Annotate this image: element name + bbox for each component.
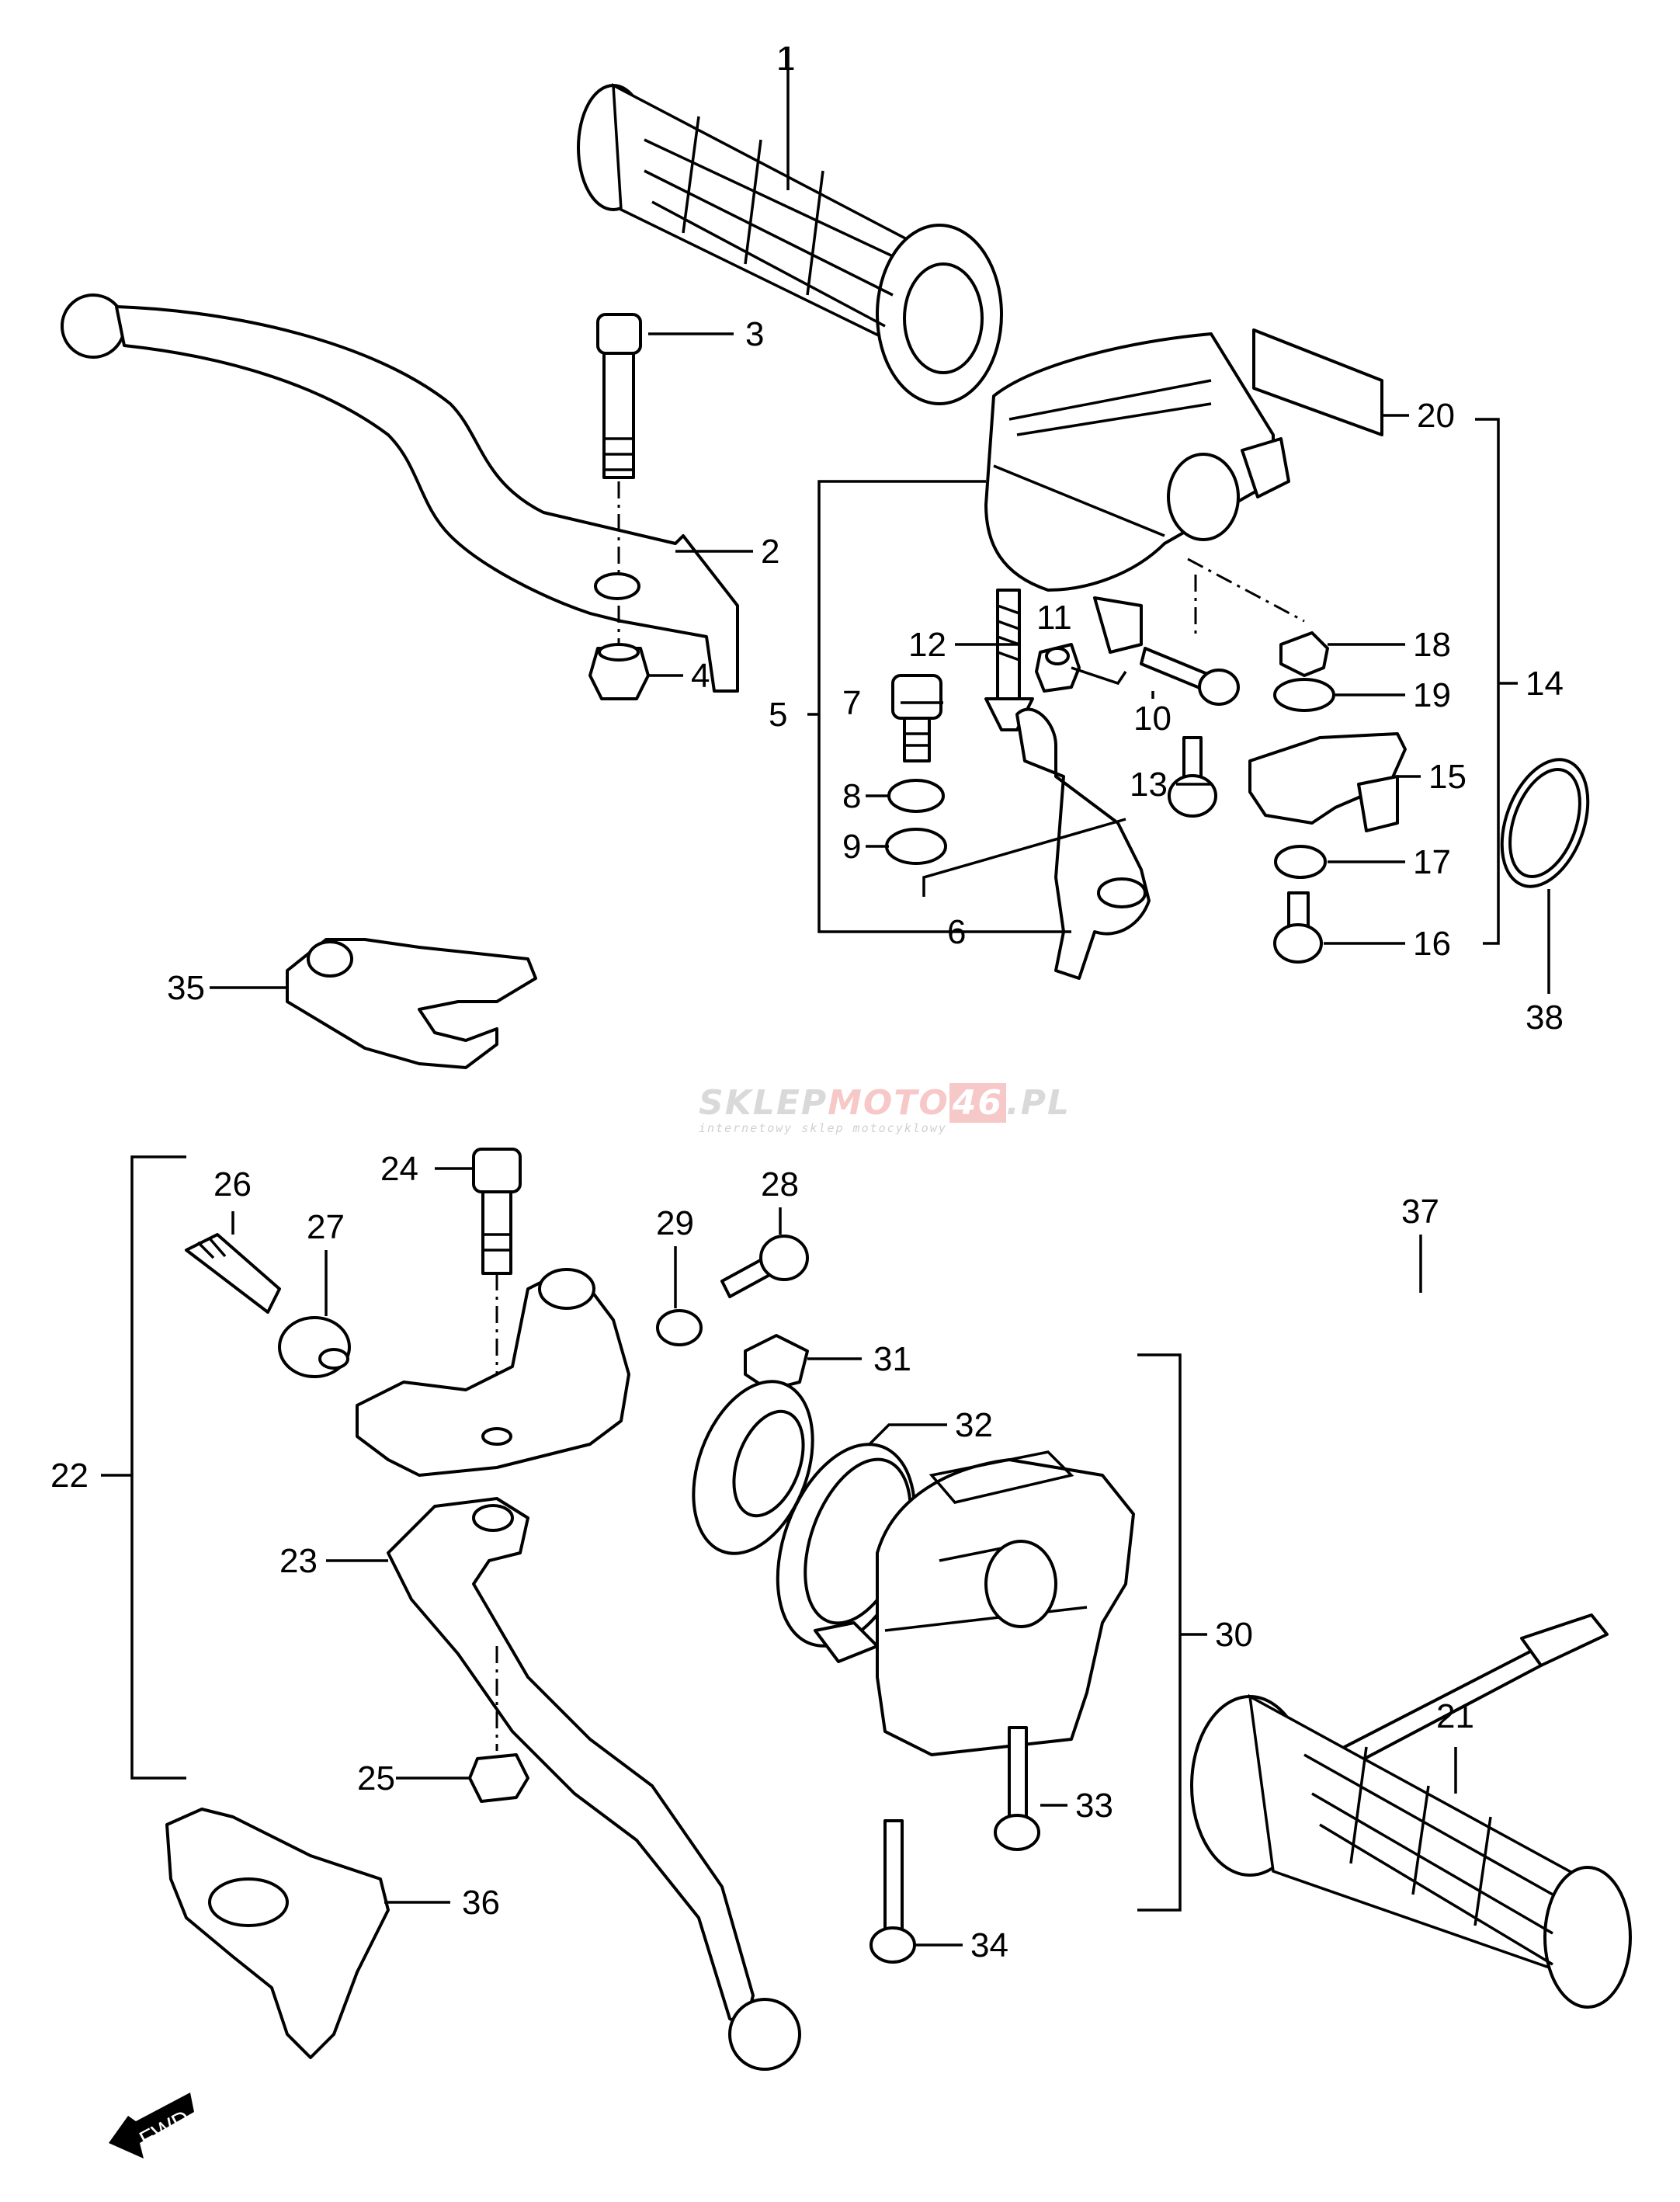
callout-labels: 1 2 3 4 5 6 7 8 9 10 11 12 13 14 15 16 1… (50, 40, 1564, 1964)
callout-10: 10 (1133, 700, 1171, 738)
callout-15: 15 (1428, 758, 1467, 796)
part-26-adjuster (185, 1233, 281, 1314)
callout-27: 27 (307, 1208, 345, 1246)
part-19-washer (1273, 678, 1335, 712)
callout-24: 24 (380, 1150, 418, 1188)
watermark-brand-tld: .PL (1005, 1083, 1071, 1123)
callout-30: 30 (1215, 1616, 1253, 1654)
part-2-brake-lever (61, 293, 739, 693)
part-21-grip (1190, 1693, 1632, 2009)
part-10-screw (1140, 575, 1240, 706)
callout-22: 22 (50, 1457, 89, 1495)
watermark: SKLEPMOTO46.PL internetowy sklep motocyk… (699, 1083, 1069, 1135)
part-9-washer (885, 828, 947, 865)
leader-lines (101, 47, 1550, 1947)
watermark-brand-red: MOTO (828, 1083, 949, 1123)
callout-11: 11 (1036, 599, 1072, 637)
callout-26: 26 (213, 1165, 252, 1203)
callout-9: 9 (842, 828, 861, 866)
part-3-pivot-bolt (596, 313, 642, 575)
part-30-left-switch-housing (814, 1450, 1135, 1756)
callout-6: 6 (947, 913, 966, 951)
callout-32: 32 (955, 1406, 993, 1444)
callout-33: 33 (1075, 1787, 1113, 1825)
part-32-ring (692, 1380, 917, 1648)
callout-37: 37 (1401, 1193, 1439, 1231)
callout-5: 5 (769, 696, 787, 734)
part-23-clutch-lever (387, 1497, 801, 2071)
callout-29: 29 (656, 1204, 694, 1242)
part-34-screw (870, 1819, 916, 1964)
watermark-tagline: internetowy sklep motocyklowy (699, 1121, 947, 1135)
part-7-bolt (891, 674, 942, 762)
callout-8: 8 (842, 777, 861, 815)
callout-21: 21 (1436, 1697, 1474, 1735)
part-33-screw (994, 1726, 1040, 1851)
callout-7: 7 (842, 684, 861, 722)
part-31-cable-guide (744, 1334, 809, 1391)
part-20-label-plate (1252, 328, 1383, 436)
part-6-choke-lever (1015, 707, 1151, 980)
callout-1: 1 (776, 40, 795, 78)
watermark-brand: SKLEPMOTO46.PL (699, 1083, 1069, 1123)
callout-3: 3 (745, 315, 764, 353)
callout-16: 16 (1413, 925, 1451, 963)
callout-23: 23 (279, 1542, 318, 1580)
part-36-cover (165, 1808, 390, 2059)
callout-4: 4 (691, 657, 710, 695)
part-35-bracket (286, 938, 537, 1069)
callout-25: 25 (357, 1759, 395, 1797)
watermark-brand-gray: SKLEP (699, 1083, 828, 1123)
callout-12: 12 (908, 626, 946, 664)
part-15-switch-knob (1248, 732, 1407, 832)
callout-14: 14 (1526, 665, 1564, 703)
callout-18: 18 (1413, 626, 1451, 664)
callout-38: 38 (1526, 999, 1564, 1037)
callout-28: 28 (761, 1165, 799, 1203)
part-13-bolt (1168, 736, 1217, 818)
part-4-nut (588, 606, 650, 700)
callout-2: 2 (761, 533, 779, 571)
part-27-locknut (278, 1316, 351, 1378)
callout-36: 36 (462, 1884, 500, 1922)
part-17-washer (1274, 845, 1327, 879)
watermark-brand-box: 46 (949, 1083, 1006, 1123)
part-18-clip (1279, 631, 1329, 677)
callout-19: 19 (1413, 676, 1451, 714)
part-16-screw (1273, 891, 1323, 964)
part-8-washer (887, 779, 945, 813)
part-38-o-ring (1500, 758, 1590, 888)
part-11-nut (1035, 643, 1081, 693)
part-14-switch-housing (984, 332, 1290, 654)
callout-31: 31 (873, 1340, 911, 1378)
callout-34: 34 (970, 1926, 1008, 1964)
callout-17: 17 (1413, 843, 1451, 881)
part-29-washer (656, 1309, 703, 1346)
part-22-lever-holder (356, 1268, 630, 1477)
part-28-screw (720, 1235, 809, 1298)
callout-13: 13 (1130, 766, 1168, 804)
callout-20: 20 (1417, 397, 1455, 435)
part-1-grip (577, 83, 1003, 405)
callout-35: 35 (167, 969, 205, 1007)
fwd-arrow-icon: FWD (109, 2093, 194, 2159)
